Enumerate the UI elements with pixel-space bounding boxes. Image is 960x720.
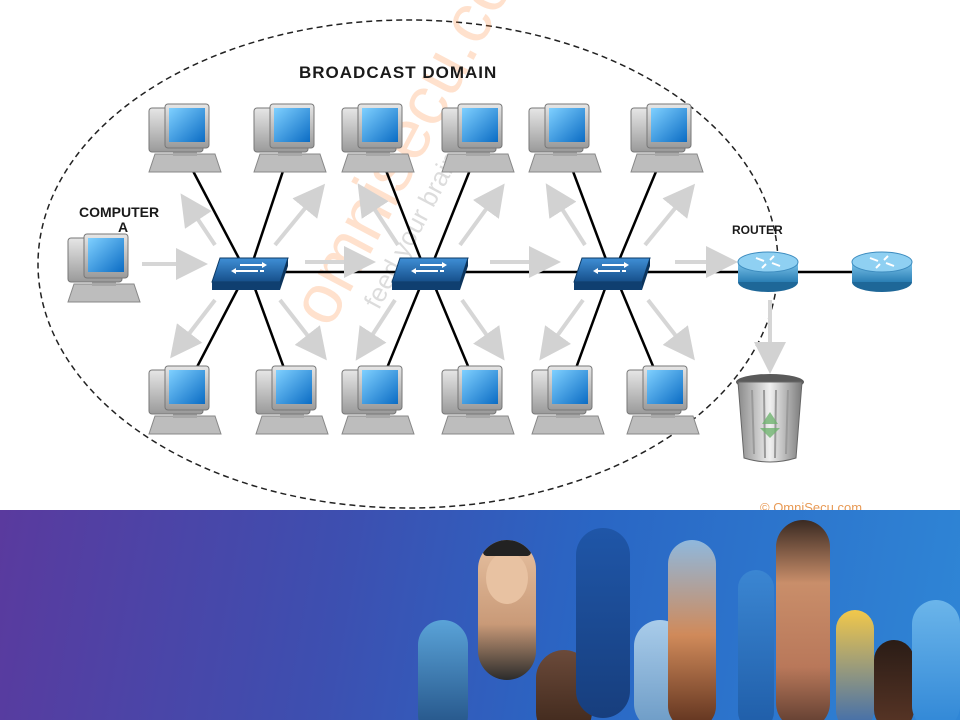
computer-icon — [341, 365, 415, 435]
broadcast-domain-diagram: omnisecu.com feed your brain — [37, 0, 913, 510]
computer-icon — [630, 103, 704, 173]
photo-pill — [874, 640, 914, 720]
photo-pill — [738, 570, 774, 720]
diagram-title: BROADCAST DOMAIN — [299, 63, 497, 82]
photo-pill — [776, 520, 830, 720]
switch-icon — [573, 257, 651, 291]
computer-icon — [528, 103, 602, 173]
computer-icon — [253, 103, 327, 173]
watermark: omnisecu.com feed your brain — [274, 0, 555, 337]
photo-pill — [418, 620, 468, 720]
router-icon — [737, 251, 799, 293]
computer-a-label-line2: A — [118, 219, 128, 235]
photo-pill — [668, 540, 716, 720]
computer-icon — [255, 365, 329, 435]
photo-pill — [836, 610, 874, 720]
copyright-text: © OmniSecu.com — [760, 500, 862, 510]
computer-icon — [441, 365, 515, 435]
computer-icon — [148, 103, 222, 173]
photo-pill — [478, 540, 536, 680]
computer-icon — [626, 365, 700, 435]
computer-icon — [441, 103, 515, 173]
computers-bottom — [148, 365, 700, 435]
router-label: ROUTER — [732, 223, 783, 237]
computer-icon — [531, 365, 605, 435]
recycle-bin-icon — [736, 374, 804, 463]
computer-a-icon — [67, 233, 141, 303]
computer-icon — [148, 365, 222, 435]
broadcast-arrows — [142, 183, 786, 374]
photo-pill — [912, 600, 960, 720]
switch-icon — [211, 257, 289, 291]
photo-pill — [576, 528, 630, 718]
switch-icon — [391, 257, 469, 291]
router-icon — [851, 251, 913, 293]
decorative-banner — [0, 510, 960, 720]
computer-a-label-line1: COMPUTER — [79, 204, 159, 220]
